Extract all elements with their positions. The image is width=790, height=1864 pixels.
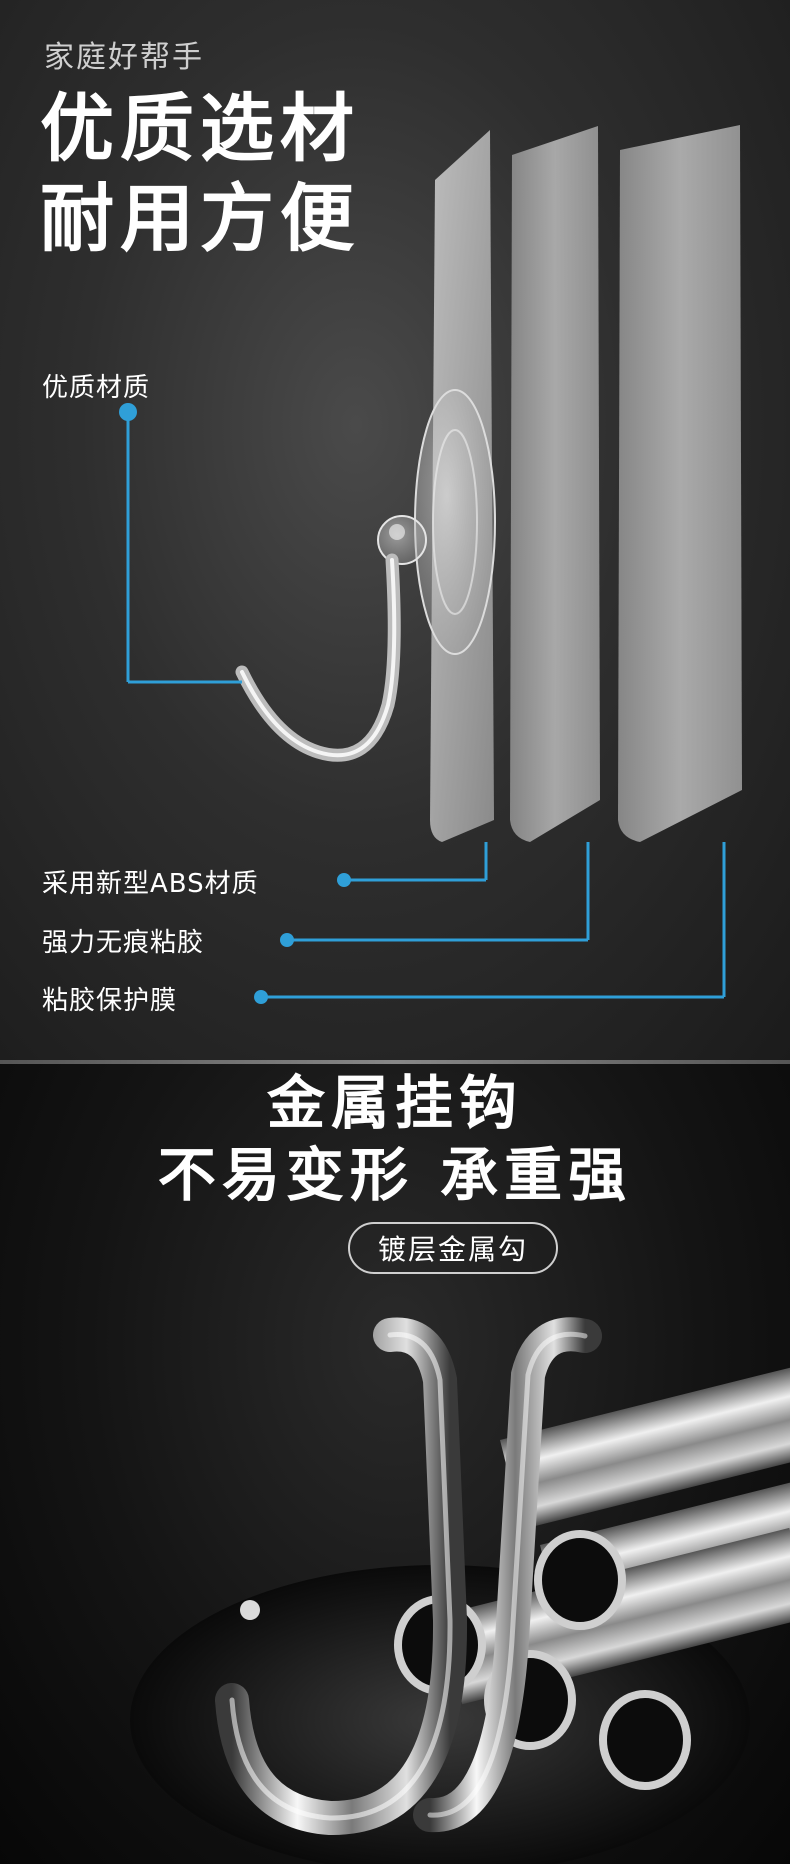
callout-dot-glue (280, 933, 294, 947)
brand-tagline: 家庭好帮手 (44, 40, 204, 75)
glint (240, 1600, 260, 1620)
callout-dot-hook (119, 403, 137, 421)
glue-panel (510, 126, 600, 842)
callout-label-hook-material: 优质材质 (42, 373, 151, 403)
hook-layers-illustration (119, 125, 742, 1004)
coating-badge: 镀层金属勾 (348, 1222, 558, 1274)
headline-line-2: 耐用方便 (40, 176, 360, 262)
metal-hook-title: 金属挂钩 (266, 1069, 523, 1137)
section-divider (0, 1060, 790, 1064)
callout-dot-abs (337, 873, 351, 887)
callout-label-film: 粘胶保护膜 (42, 986, 178, 1016)
callout-label-glue: 强力无痕粘胶 (42, 928, 205, 958)
callout-label-abs: 采用新型ABS材质 (42, 869, 259, 899)
protective-film-panel (618, 125, 742, 842)
headline-line-1: 优质选材 (40, 86, 360, 172)
callout-dot-film (254, 990, 268, 1004)
metal-s-hook (215, 1317, 602, 1836)
metal-hook-subtitle: 不易变形 承重强 (157, 1141, 633, 1209)
